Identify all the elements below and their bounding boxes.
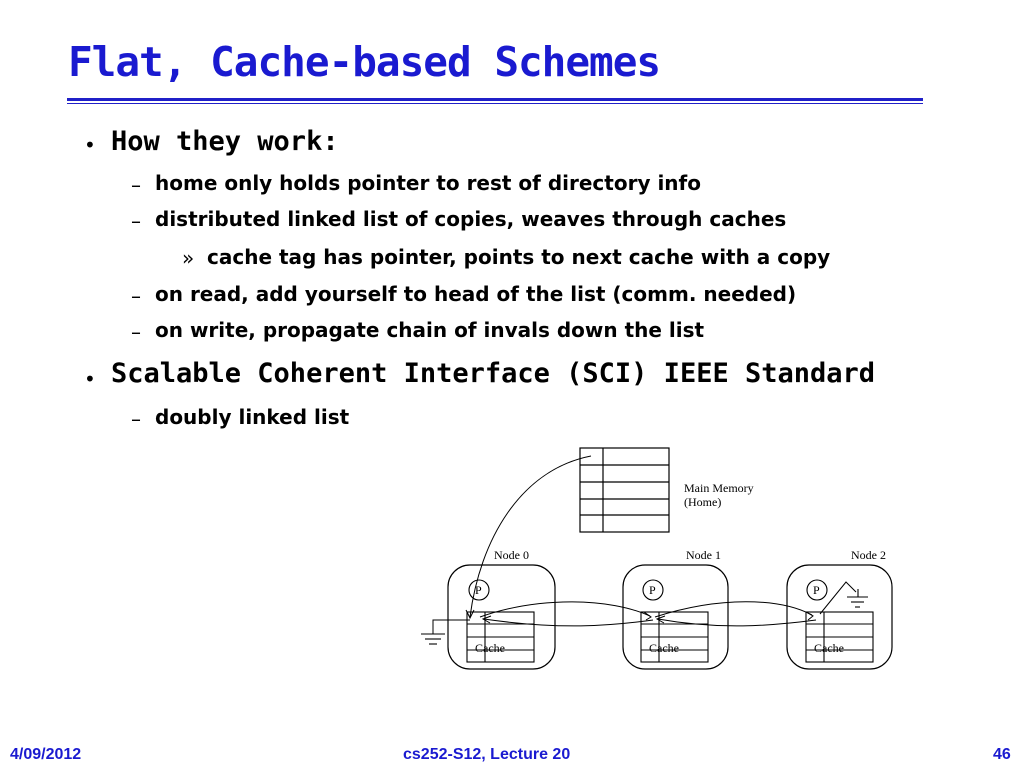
node2-cache-label: Cache [814,641,844,655]
memory-label-line1: Main Memory [684,481,754,495]
dash-marker: – [131,173,141,197]
node2-box [786,564,893,670]
dash-marker: – [131,209,141,233]
null-pointer-node2 [819,581,857,615]
sub-item: doubly linked list [155,405,350,429]
node0-box [447,564,556,670]
bullet-marker: • [84,367,96,391]
footer-course: cs252-S12, Lecture 20 [403,746,571,763]
backward-pointer-2-1 [657,618,817,627]
forward-pointer-1-2 [654,601,813,618]
bullet-sci-standard: Scalable Coherent Interface (SCI) IEEE S… [111,358,876,389]
node1-processor [642,579,664,601]
footer-page-number: 46 [993,746,1011,763]
forward-pointer-0-1 [479,601,651,618]
sub-sub-item: cache tag has pointer, points to next ca… [207,245,831,269]
node0-cache-label: Cache [475,641,505,655]
sub-item: distributed linked list of copies, weave… [155,207,787,231]
sub-item: on read, add yourself to head of the lis… [155,282,797,306]
dash-marker: – [131,284,141,308]
raquo-marker: » [182,246,195,270]
node1-label: Node 1 [686,548,721,562]
node2-label: Node 2 [851,548,886,562]
bullet-marker: • [84,133,96,157]
sub-item: on write, propagate chain of invals down… [155,318,705,342]
main-memory-table [579,447,670,533]
node1-box [622,564,729,670]
title-rule-thin [67,103,923,104]
node2-processor [806,579,828,601]
node0-p-label: P [475,583,482,597]
backward-pointer-1-0 [483,618,654,627]
head-pointer-arrow [469,455,592,618]
node1-cache-label: Cache [649,641,679,655]
sub-item: home only holds pointer to rest of direc… [155,171,701,195]
dash-marker: – [131,320,141,344]
node2-p-label: P [813,583,820,597]
memory-label-line2: (Home) [684,495,721,509]
footer-date: 4/09/2012 [10,746,82,763]
slide-title: Flat, Cache-based Schemes [68,38,661,86]
node1-p-label: P [649,583,656,597]
bullet-how-they-work: How they work: [111,126,339,157]
title-rule [67,98,923,101]
node0-label: Node 0 [494,548,529,562]
null-pointer-node0 [432,619,470,634]
dash-marker: – [131,407,141,431]
